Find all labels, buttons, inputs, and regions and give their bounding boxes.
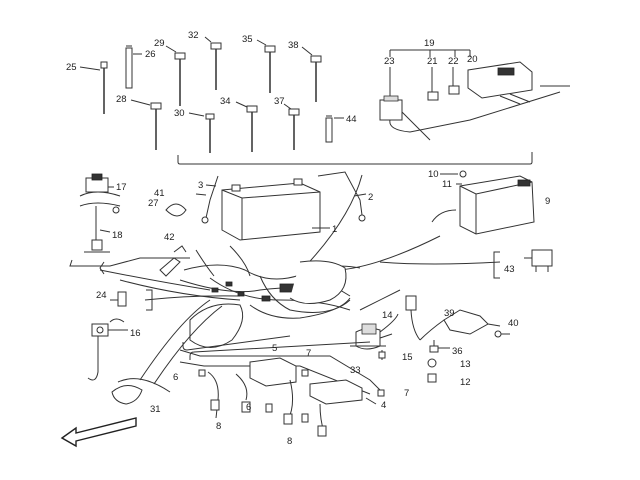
part-label-2: 2 [368,192,373,203]
part-label-5: 5 [272,343,277,354]
lower-harness [179,349,385,437]
part-label-38: 38 [288,40,299,51]
part-label-42: 42 [164,232,175,243]
part-label-4: 4 [381,400,386,411]
part-label-6a: 6 [173,372,178,383]
control-unit-9 [431,170,535,235]
part-label-24: 24 [96,290,107,301]
part-label-23: 23 [384,56,395,67]
bolt-group [79,36,344,153]
part-label-34: 34 [220,96,231,107]
part-label-44: 44 [346,114,357,125]
part-label-16: 16 [130,328,141,339]
part-label-6b: 6 [246,402,251,413]
part-label-9: 9 [545,196,550,207]
ignition-switch [79,173,121,253]
part-label-10: 10 [428,169,439,180]
part-label-21: 21 [427,56,438,67]
part-label-12: 12 [460,377,471,388]
part-label-7a: 7 [306,348,311,359]
switch-39 [405,295,510,383]
part-label-27: 27 [148,198,159,209]
part-label-36: 36 [452,346,463,357]
sensor-16 [87,291,128,381]
part-label-3: 3 [198,180,203,191]
wire-harness [99,174,501,385]
part-label-1: 1 [332,224,337,235]
direction-arrow-icon [60,417,137,448]
part-label-13: 13 [460,359,471,370]
part-labels: 1 2 3 4 5 6 6 7 7 8 8 9 10 11 12 13 14 1… [66,30,550,447]
part-label-26: 26 [145,49,156,60]
part-label-32: 32 [188,30,199,41]
part-label-35: 35 [242,34,253,45]
part-label-22: 22 [448,56,459,67]
part-label-25: 25 [66,62,77,73]
part-label-43: 43 [504,264,515,275]
part-label-29: 29 [154,38,165,49]
part-label-37: 37 [274,96,285,107]
part-label-17: 17 [116,182,127,193]
part-label-8b: 8 [287,436,292,447]
relay-14 [350,313,399,360]
part-label-41: 41 [154,188,165,199]
part-label-14: 14 [382,310,393,321]
part-label-31: 31 [150,404,161,415]
part-label-15: 15 [402,352,413,363]
part-label-39: 39 [444,308,455,319]
part-label-28: 28 [116,94,127,105]
part-label-33: 33 [350,365,361,376]
part-label-18: 18 [112,230,123,241]
part-label-8a: 8 [216,421,221,432]
part-label-19: 19 [424,38,435,49]
battery-assembly [165,171,367,241]
part-label-30: 30 [174,108,185,119]
part-label-11: 11 [442,179,452,190]
part-label-7b: 7 [404,388,409,399]
part-label-40: 40 [508,318,519,329]
part-label-20: 20 [467,54,478,65]
relay-assembly [379,49,570,141]
